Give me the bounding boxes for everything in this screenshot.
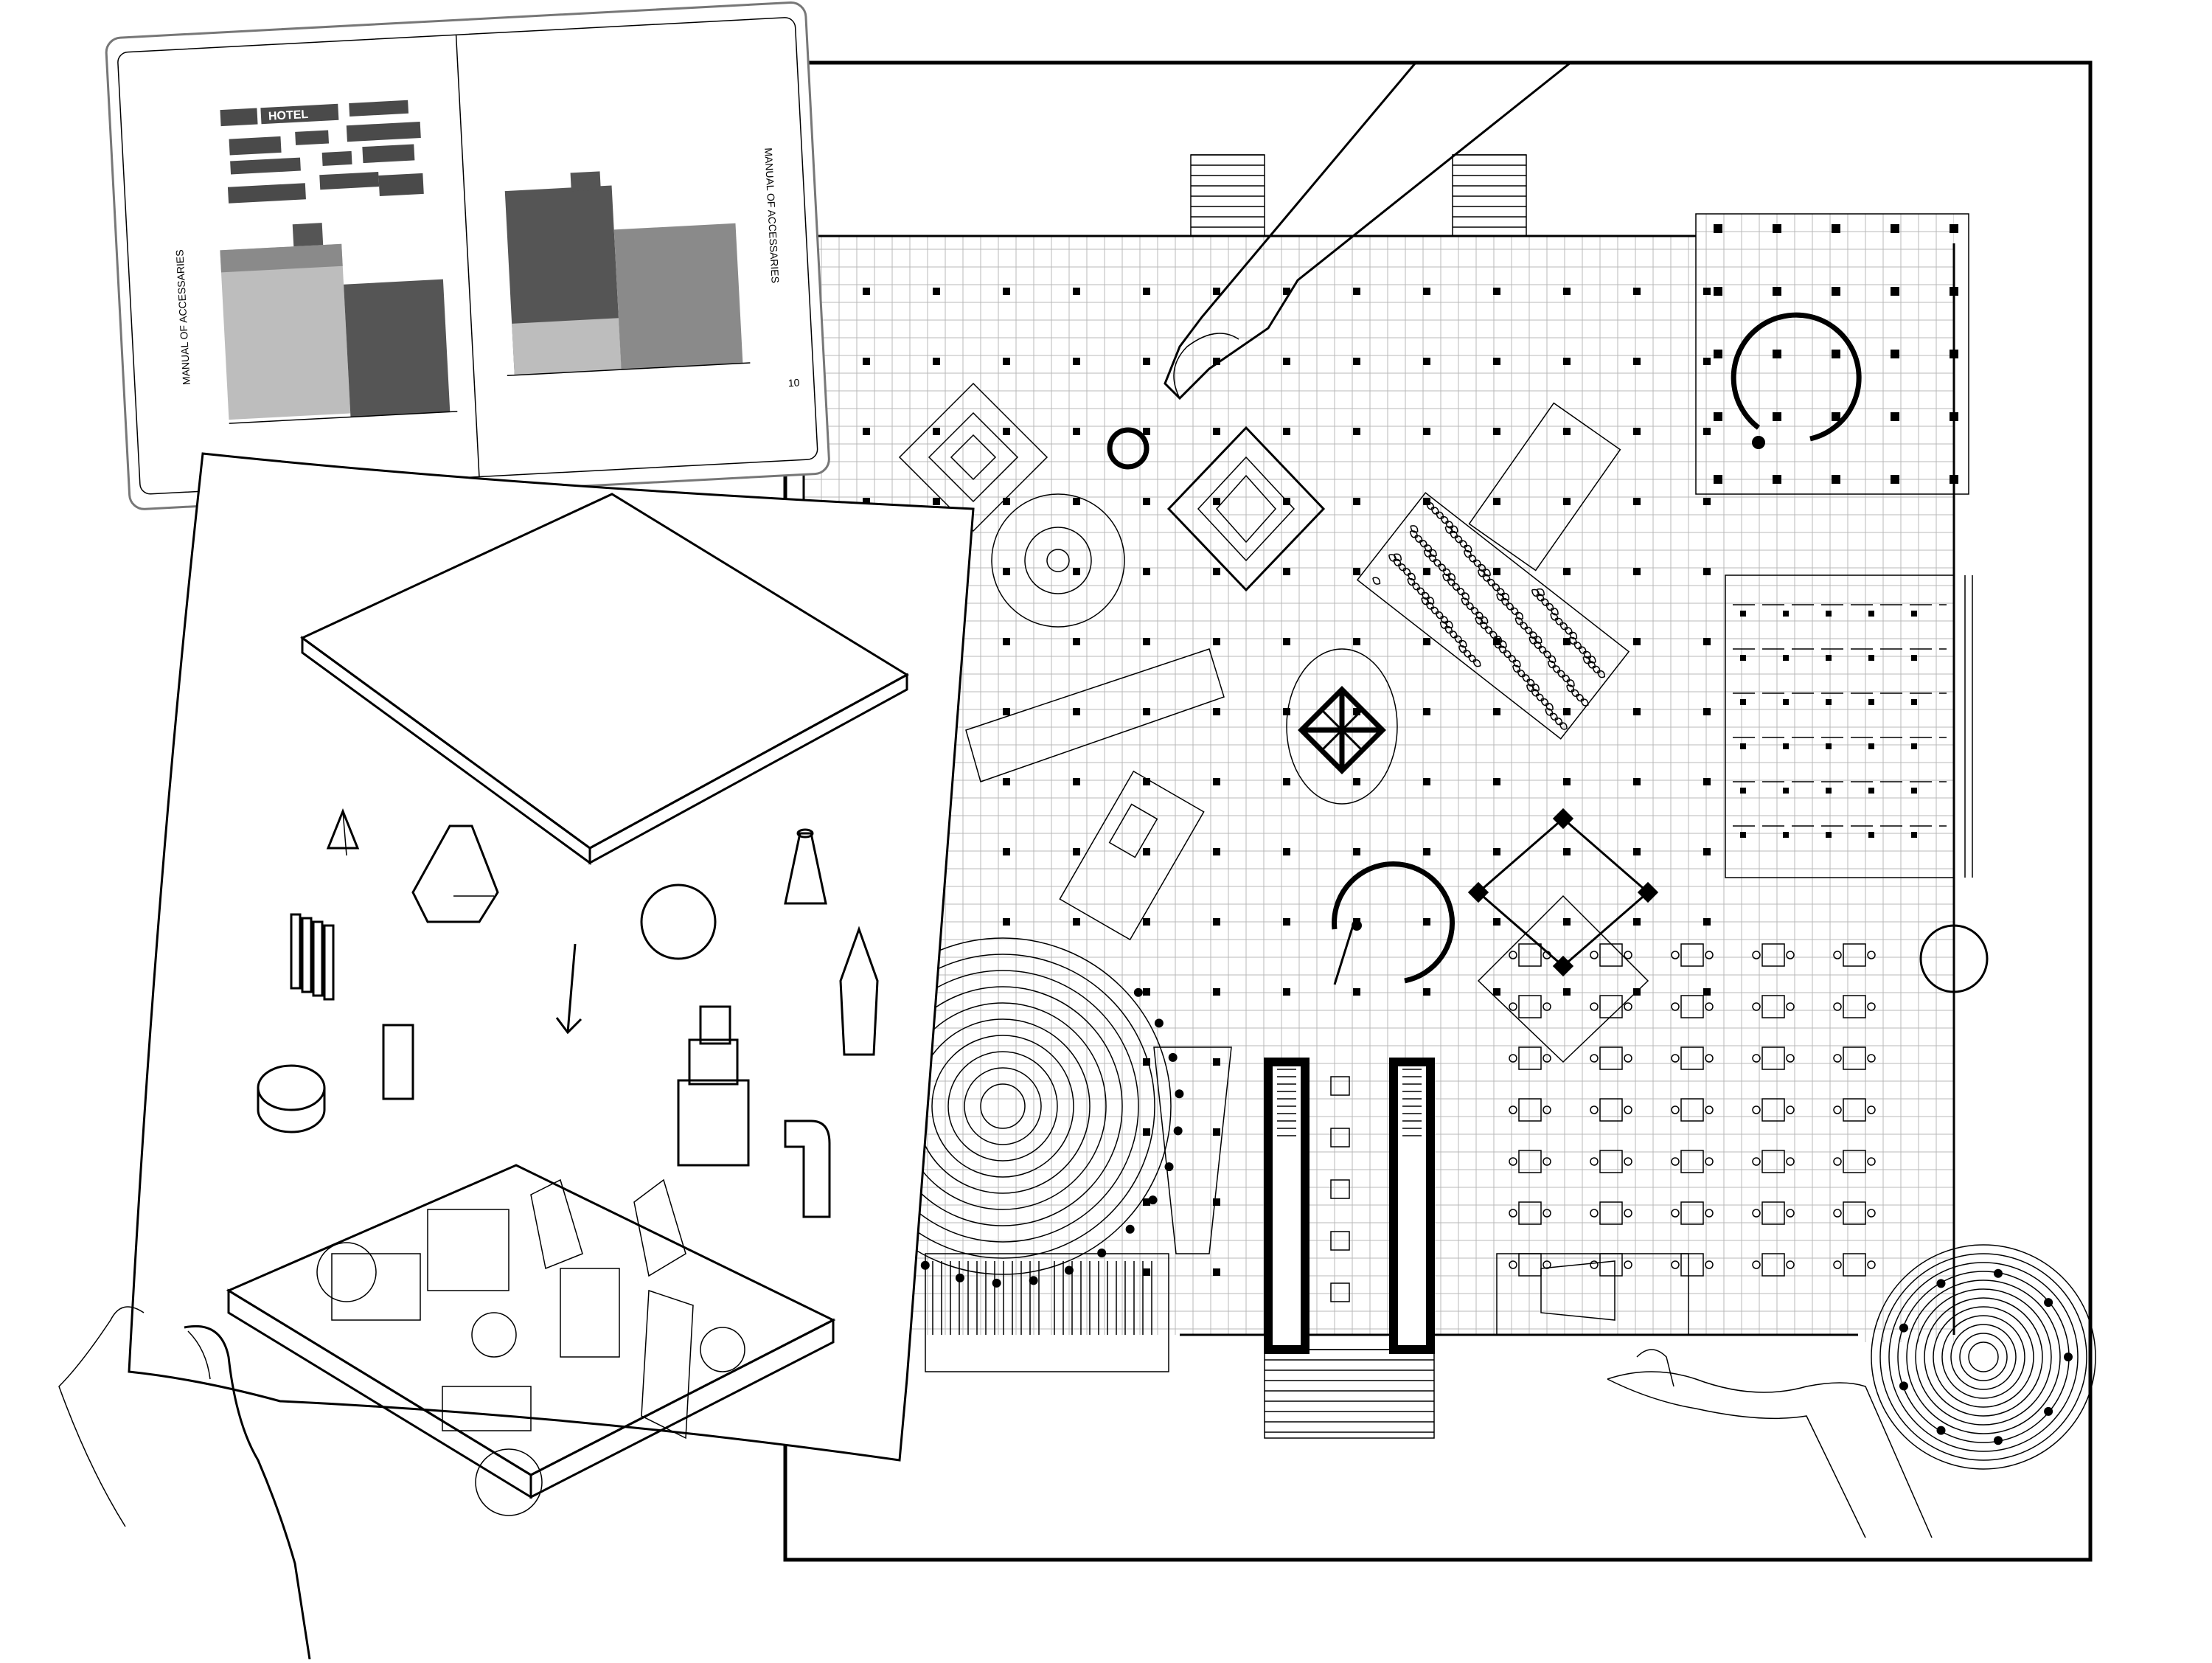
southwest-block <box>925 1253 1169 1372</box>
composite-model <box>226 1164 836 1516</box>
tapered-tower-shape <box>411 824 499 923</box>
north-stair-left <box>1190 154 1265 237</box>
pyramid-shape <box>326 808 360 856</box>
core-left <box>1264 1058 1310 1354</box>
floor-plan <box>633 60 2096 1562</box>
bent-pipe-shape <box>784 1119 831 1218</box>
booklet-spine <box>455 35 480 477</box>
hand-bottom-illustration <box>1607 1349 1933 1538</box>
hand-left-illustration <box>58 1306 311 1660</box>
dining-area <box>1330 943 1876 1302</box>
diamond-pavilion-east <box>1467 808 1659 1063</box>
east-round-bay <box>1919 924 1989 993</box>
hotel-sign-text: HOTEL <box>268 108 309 123</box>
cylinder-bundle-shape <box>290 913 335 1001</box>
southeast-rooms <box>1496 1253 1689 1336</box>
arrow-down <box>555 943 582 1035</box>
trapezoid-pool <box>1153 1046 1232 1254</box>
cone-shape <box>784 828 827 905</box>
stepped-block-shape <box>677 1005 750 1167</box>
diamond-pavilion-north <box>1166 426 1326 592</box>
central-oval-pavilion <box>1286 648 1398 805</box>
pointed-cylinder-shape <box>839 926 879 1056</box>
sign-collage: HOTEL <box>220 100 424 204</box>
spiral-stair-northeast <box>1731 312 1862 442</box>
round-plaza-west <box>991 493 1125 628</box>
concentric-rings-southeast <box>1871 1244 2096 1470</box>
sphere-shape <box>640 883 717 960</box>
building-photo-right <box>504 171 751 377</box>
angled-bench-box <box>1468 402 1621 572</box>
south-stair <box>1264 1349 1435 1439</box>
diagonal-corridor <box>965 648 1225 782</box>
dotted-diamond-west <box>898 382 1048 532</box>
roof-slab <box>300 493 909 865</box>
core-right <box>1389 1058 1435 1354</box>
booklet-page-number: 10 <box>787 377 800 389</box>
building-photo-left <box>220 223 458 424</box>
sculpture-garden-strip <box>1356 492 1630 740</box>
drum-shape <box>257 1064 326 1133</box>
square-prism-shape <box>382 1024 414 1100</box>
hand-top-illustration <box>1107 61 1574 470</box>
north-stair-right <box>1452 154 1527 237</box>
round-object-in-hand <box>1107 427 1150 470</box>
small-rotated-rooms <box>1059 770 1205 941</box>
axonometric-sheet <box>58 452 975 1660</box>
manual-booklet: HOTEL MANUAL OF ACCESSARIES <box>105 1 830 510</box>
east-room-block <box>1725 574 1955 878</box>
northeast-block <box>1695 213 1969 495</box>
